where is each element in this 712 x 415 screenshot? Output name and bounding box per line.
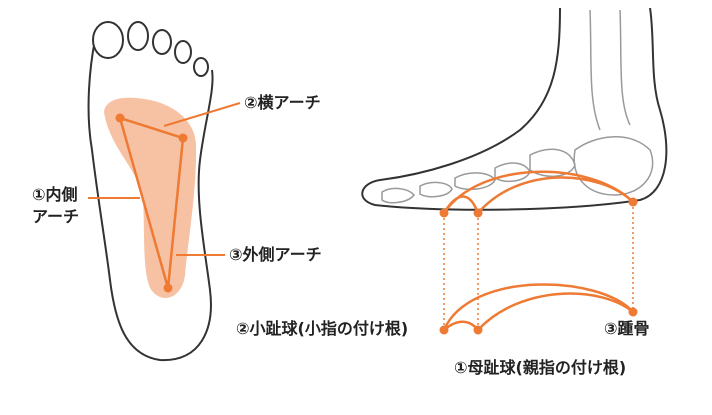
projected-point-big-toe (439, 325, 449, 335)
arch-point-first-metatarsal (115, 113, 125, 123)
label-big-toe-ball: ①母趾球(親指の付け根) (454, 358, 627, 377)
projection-lines (443, 207, 634, 330)
label-transverse-arch: ②横アーチ (244, 93, 321, 112)
label-medial-arch-line1: ①内側 (32, 185, 78, 204)
foot-side-outline (361, 7, 668, 211)
label-little-toe-ball: ②小趾球(小指の付け根) (236, 319, 409, 338)
foot-sole-outline (87, 39, 214, 362)
point-little-toe-ball (473, 208, 483, 218)
big-toe (92, 21, 124, 59)
projected-point-heel (628, 307, 638, 317)
arch-triangle-lines (118, 116, 185, 289)
side-arch-curves (442, 170, 634, 214)
second-toe (127, 21, 149, 51)
projected-point-little-toe (473, 325, 483, 335)
arch-point-fifth-metatarsal (178, 133, 188, 143)
leader-transverse-arch (163, 102, 241, 127)
point-big-toe-ball (439, 208, 449, 218)
foot-side-illustration (361, 7, 668, 335)
fourth-toe (174, 40, 192, 64)
foot-sole-illustration (87, 21, 241, 362)
label-lateral-arch: ③外側アーチ (229, 245, 322, 264)
little-toe (193, 57, 209, 77)
foot-bones (381, 9, 654, 204)
label-heel-bone: ③踵骨 (604, 319, 650, 338)
arch-point-heel (163, 283, 173, 293)
label-medial-arch-line2: アーチ (32, 207, 80, 226)
third-toe (152, 29, 172, 55)
point-heel-bone (628, 197, 638, 207)
